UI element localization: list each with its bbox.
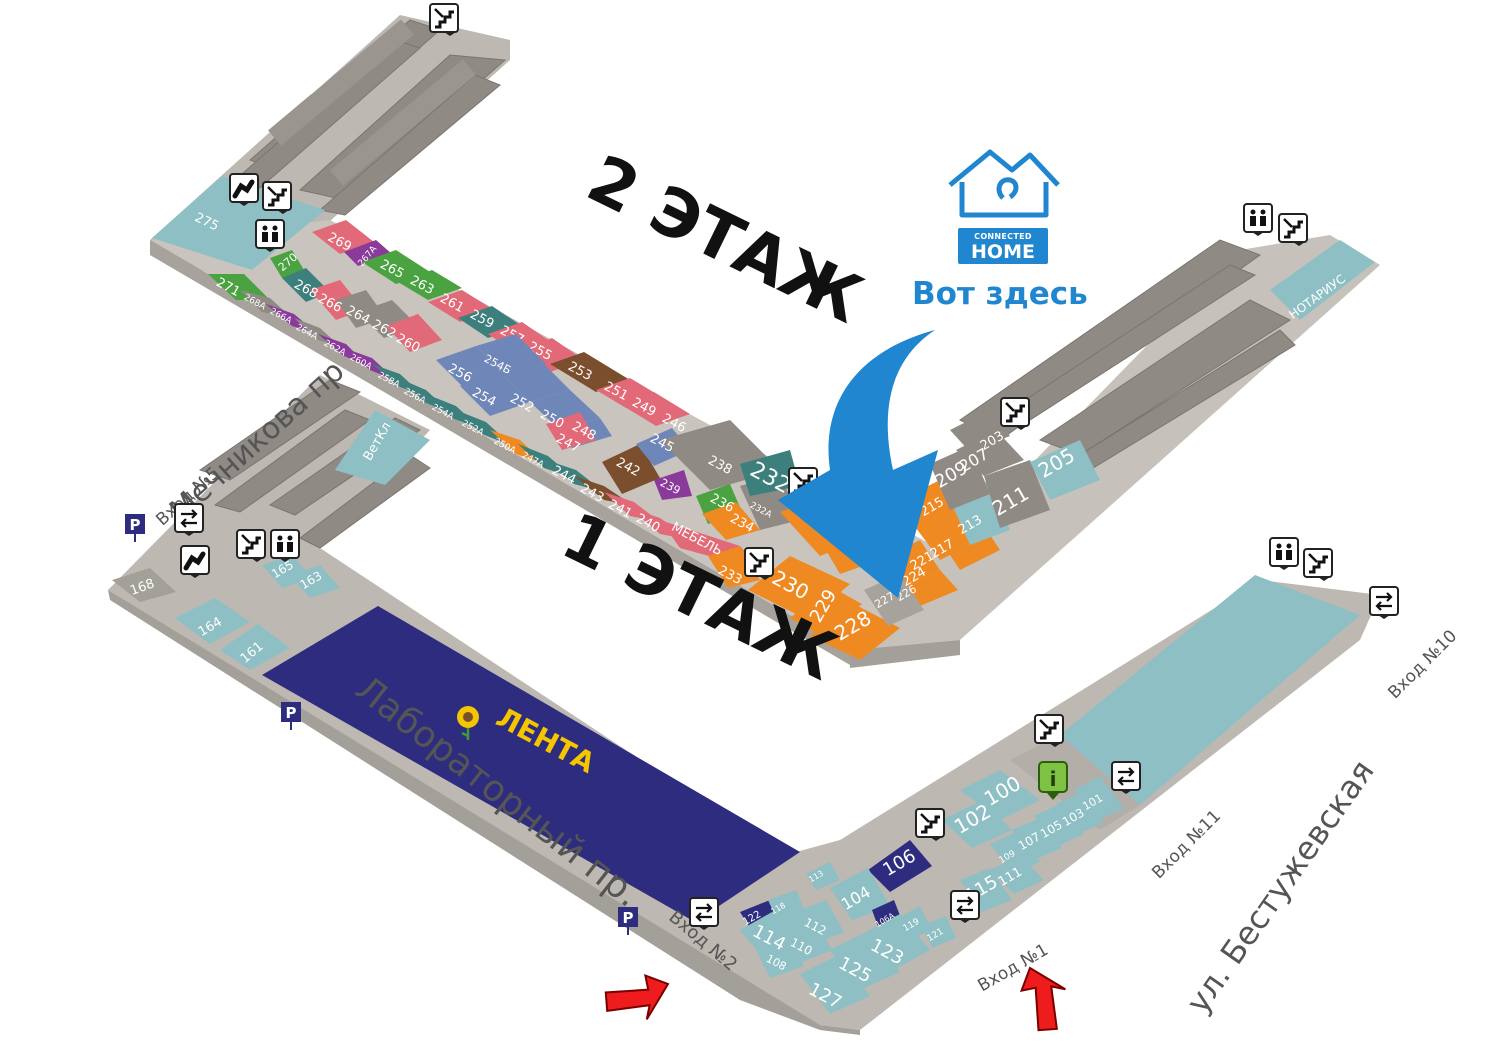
lenta-store[interactable] [262,606,800,922]
stairs-icon[interactable] [428,2,460,38]
floor-2-title: 2 ЭТАЖ [576,140,874,338]
exit-arrows-icon[interactable] [949,889,981,925]
sunflower-icon [457,706,479,740]
elevator-icon[interactable] [255,219,285,253]
floor-2-plan: 275 269 267А 265 263 261 259 257 255 253… [150,15,1380,668]
svg-text:i: i [1050,767,1057,791]
escalator-icon[interactable] [230,174,258,206]
stairs-icon[interactable] [743,546,775,582]
connected-home-logo: CONNECTED HOME [958,228,1048,264]
floor-2-row-upper [312,220,690,426]
stairs-icon[interactable] [261,180,293,216]
elevator-icon[interactable] [1243,203,1273,237]
parking-icon [280,701,302,731]
exit-arrows-icon[interactable] [1110,760,1142,796]
street-bestuzhevskaya: ул. Бестужевская [1179,753,1382,1020]
stairs-icon[interactable] [914,807,946,843]
stairs-icon[interactable] [235,528,267,564]
exit-arrows-icon[interactable] [688,896,720,932]
logo-line1: CONNECTED [974,232,1032,241]
entrance-10: Вход №10 [1384,626,1461,703]
entrance-2-arrow-icon [596,956,677,1036]
exit-arrows-icon[interactable] [1368,585,1400,621]
escalator-icon[interactable] [181,546,209,578]
stairs-icon[interactable] [1302,547,1334,583]
exit-arrows-icon[interactable] [173,502,205,538]
elevator-icon[interactable] [1269,537,1299,571]
entrance-11: Вход №11 [1148,806,1225,883]
logo-line2: HOME [971,241,1035,263]
info-icon[interactable]: i [1038,761,1068,800]
here-caption: Вот здесь [912,276,1088,312]
elevator-icon[interactable] [270,529,300,563]
big-blue-arrow-icon [778,330,938,598]
house-logo-icon [948,149,1060,218]
parking-icon [124,513,146,543]
stairs-icon[interactable] [1277,212,1309,248]
floor-1-plan: ВетКл 165 163 164 161 168 ЛЕНТА [108,375,1380,1035]
stairs-icon[interactable] [999,396,1031,432]
stairs-icon[interactable] [1033,713,1065,749]
